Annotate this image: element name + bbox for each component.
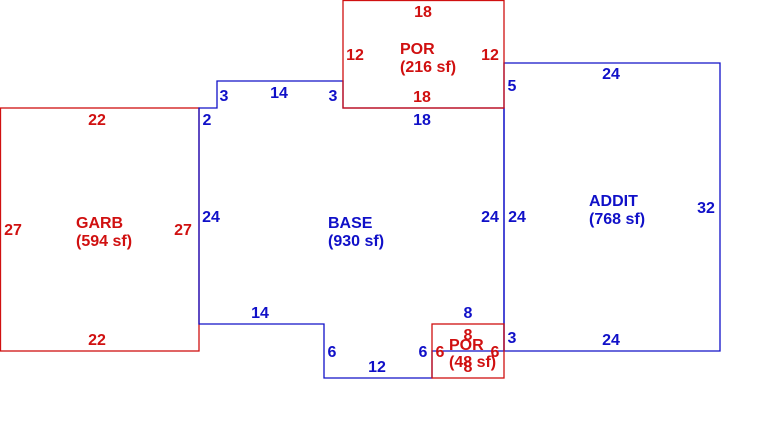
dim-por-bottom-right: 6 [491, 344, 500, 361]
dim-por-top-left: 12 [346, 47, 364, 64]
por-top-name: POR [400, 41, 435, 58]
dim-base-jog-left: 6 [328, 344, 337, 361]
dim-base-left: 24 [202, 209, 220, 226]
addit-area: (768 sf) [589, 211, 645, 228]
dim-base-bottom: 12 [368, 359, 386, 376]
addit-outline [503, 62, 721, 352]
addit-name: ADDIT [589, 193, 638, 210]
por-top-outline [342, 0, 505, 109]
dim-por-top-top: 18 [414, 4, 432, 21]
dim-addit-left-top: 5 [508, 78, 517, 95]
dim-garb-right: 27 [174, 222, 192, 239]
dim-por-top-bottom: 18 [413, 89, 431, 106]
dim-base-left-step: 2 [203, 112, 212, 129]
dim-base-lower-left: 14 [251, 305, 269, 322]
dim-addit-left-bottom: 3 [508, 330, 517, 347]
dim-addit-bottom: 24 [602, 332, 620, 349]
dim-por-top-right: 12 [481, 47, 499, 64]
dim-garb-top: 22 [88, 112, 106, 129]
garb-area: (594 sf) [76, 233, 132, 250]
por-bottom-area: (48 sf) [449, 354, 496, 371]
dim-addit-left: 24 [508, 209, 526, 226]
por-top-area: (216 sf) [400, 59, 456, 76]
dim-base-notch-left: 3 [220, 88, 229, 105]
dim-por-bottom-bottom: 8 [464, 359, 473, 376]
dim-base-right: 24 [481, 209, 499, 226]
dim-addit-right: 32 [697, 200, 715, 217]
por-bottom-outline [431, 323, 505, 379]
por-bottom-name: POR [449, 337, 484, 354]
dim-base-bottom-right: 8 [464, 305, 473, 322]
dim-base-notch-right: 3 [329, 88, 338, 105]
dim-base-top: 18 [413, 112, 431, 129]
dim-addit-top: 24 [602, 66, 620, 83]
dim-por-bottom-left: 6 [436, 344, 445, 361]
dim-base-notch-top: 14 [270, 85, 288, 102]
base-area: (930 sf) [328, 233, 384, 250]
dim-base-jog-right: 6 [419, 344, 428, 361]
dim-garb-bottom: 22 [88, 332, 106, 349]
garb-name: GARB [76, 215, 123, 232]
dim-garb-left: 27 [4, 222, 22, 239]
base-name: BASE [328, 215, 373, 232]
dim-por-bottom-top: 8 [464, 327, 473, 344]
